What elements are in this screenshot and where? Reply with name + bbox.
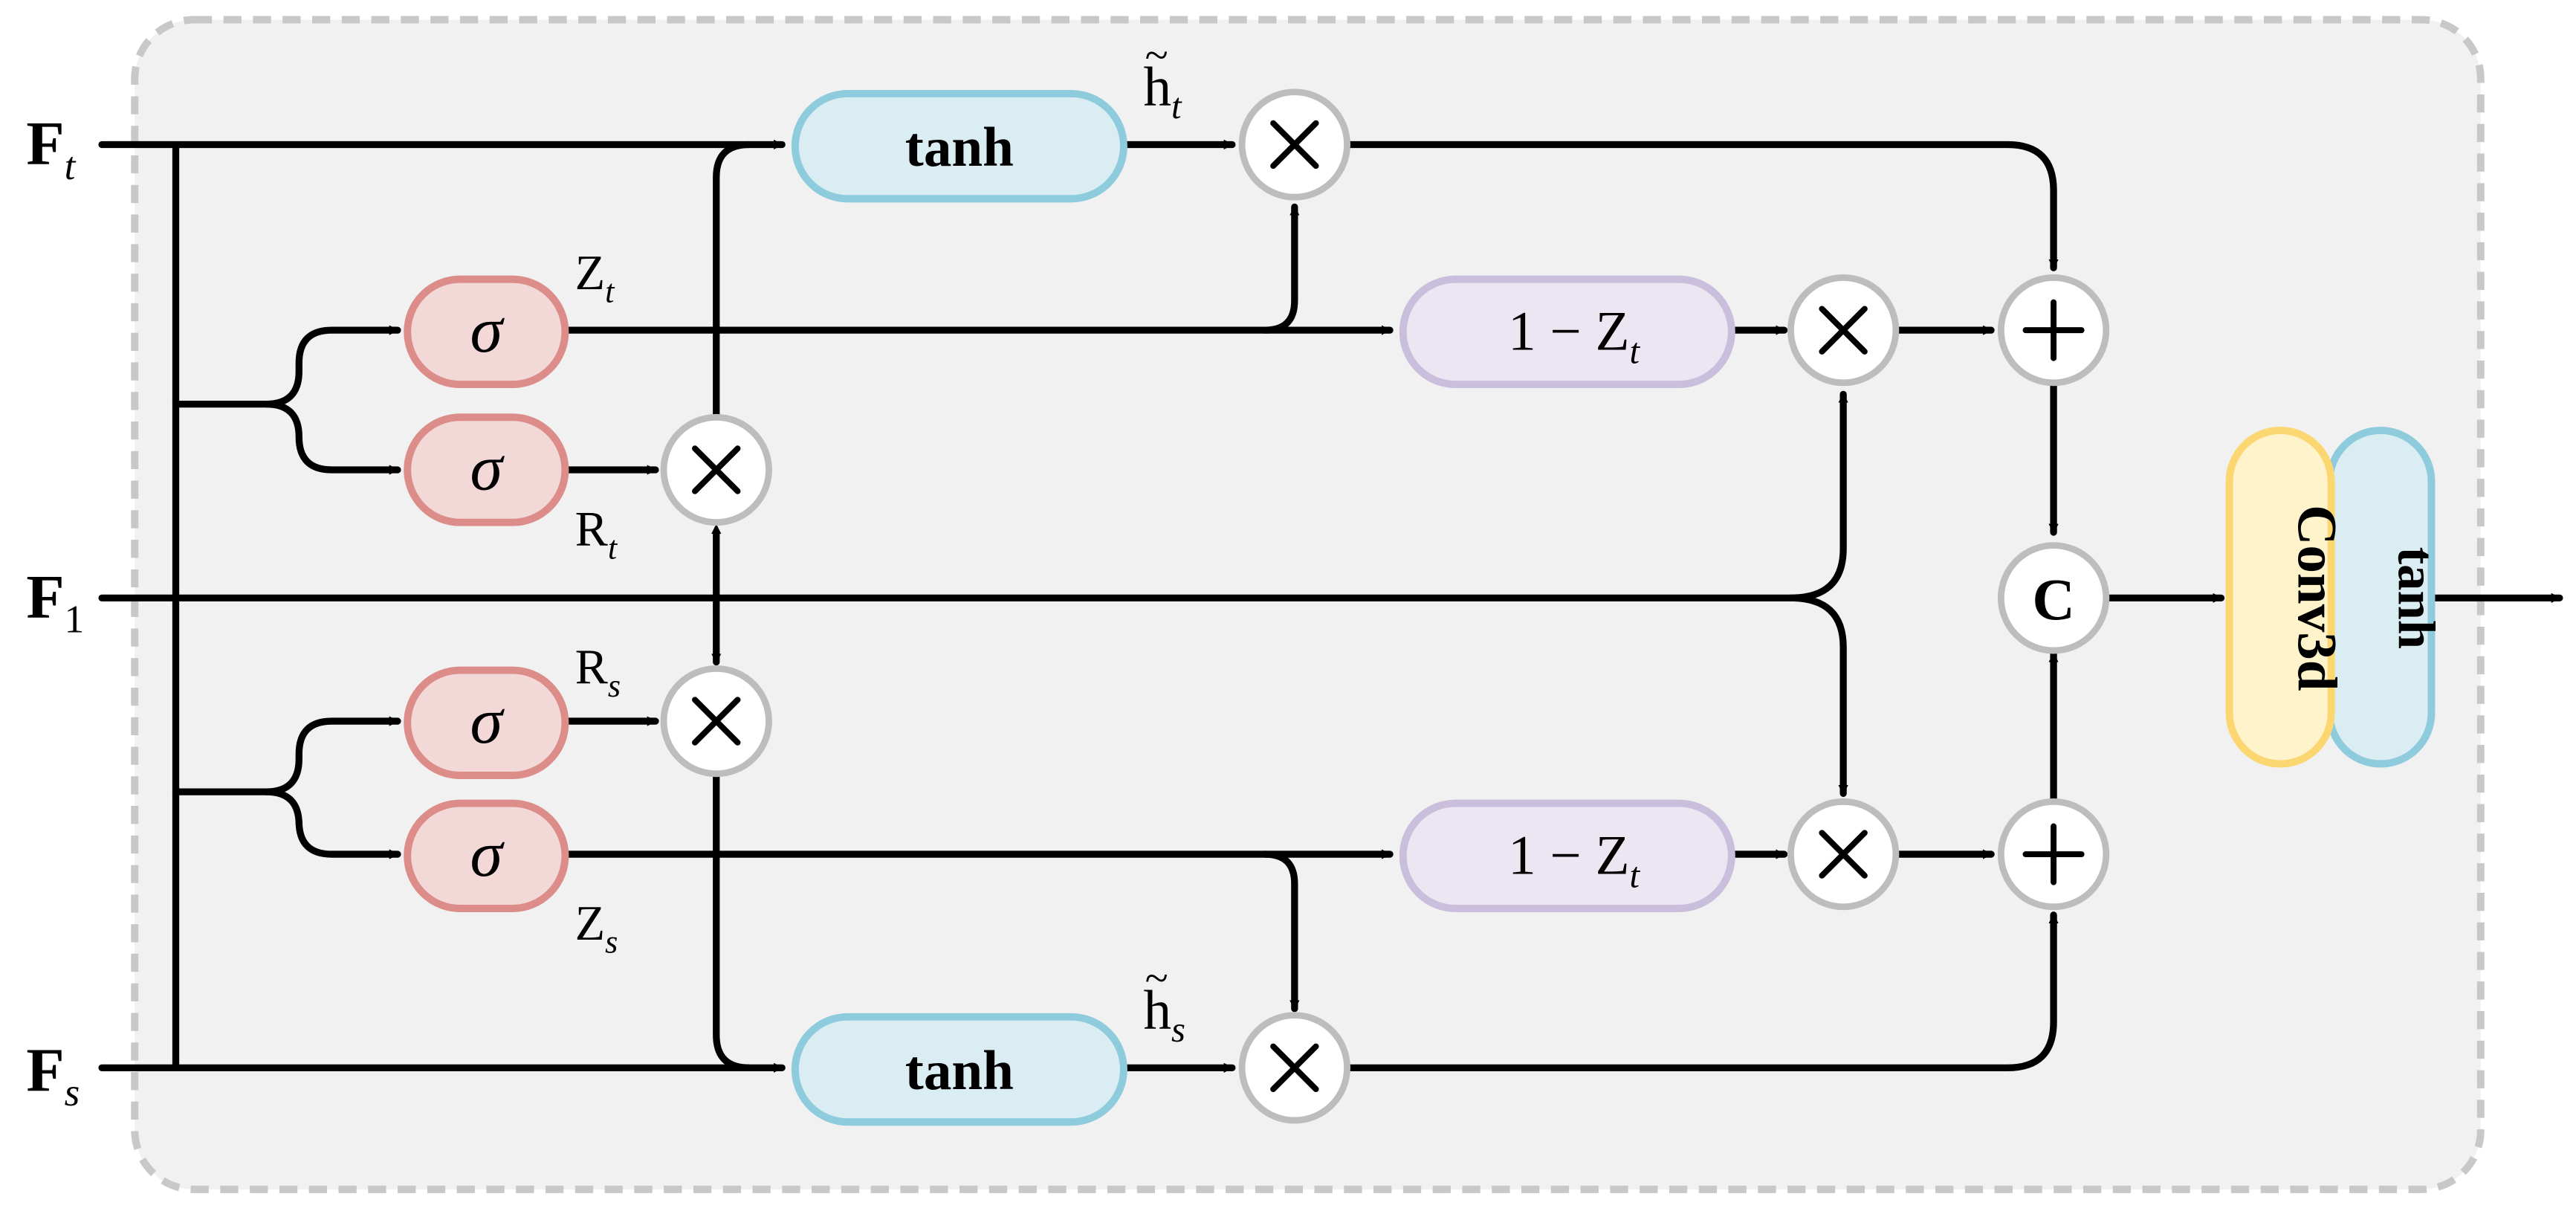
signal-ht-accent: ~	[1145, 32, 1168, 79]
one-minus-block-top: 1 − Zt	[1399, 275, 1735, 389]
input-ft-sub: t	[65, 145, 77, 188]
signal-label-zt: Zt	[575, 246, 616, 310]
one-minus-bottom-prefix: 1 −	[1508, 825, 1596, 887]
multiply-icon	[1819, 830, 1868, 879]
signal-hs: hs	[1143, 979, 1185, 1050]
one-minus-top-label: 1 − Zt	[1508, 301, 1640, 372]
signal-rt-base: R	[575, 503, 609, 557]
tanh-top-label: tanh	[905, 117, 1014, 178]
one-minus-top-sub: t	[1630, 331, 1641, 371]
input-f1-base: F	[26, 563, 64, 632]
sigma-block-rs: σ	[404, 666, 569, 779]
plus-icon	[2022, 299, 2085, 361]
tanh-block-top: tanh	[791, 89, 1127, 203]
wire-bus-to-sigma-zs	[262, 788, 401, 859]
input-fs-base: F	[26, 1036, 64, 1105]
sigma-block-zt: σ	[404, 275, 569, 389]
sigma-zt-symbol: σ	[470, 294, 505, 367]
signal-hs-base: h	[1143, 979, 1171, 1041]
wire-bus-to-top-sigmas	[172, 325, 401, 408]
multiply-node-top-mid	[1787, 274, 1900, 387]
sigma-rt-symbol: σ	[470, 432, 505, 505]
sigma-zs-symbol: σ	[470, 818, 505, 891]
multiply-icon	[692, 445, 741, 494]
one-minus-top-var: Z	[1596, 301, 1630, 363]
multiply-node-bottom-mid	[1787, 798, 1900, 911]
wire-mult-rt-to-tanh	[713, 141, 753, 421]
wire-bus-to-bottom-sigmas	[172, 716, 401, 795]
wire-zt-up-to-mult	[1261, 203, 1300, 334]
plus-icon	[2022, 823, 2085, 885]
add-node-bottom	[1997, 798, 2110, 911]
signal-label-rs: Rs	[575, 640, 621, 704]
signal-label-zs: Zs	[575, 897, 618, 960]
input-ft-base: F	[26, 109, 64, 178]
connection-wires	[98, 139, 2563, 1073]
sigma-block-zs: σ	[404, 799, 569, 912]
input-label-fs: Fs	[26, 1036, 80, 1114]
signal-zs-sub: s	[605, 924, 618, 960]
tanh-block-bottom: tanh	[791, 1013, 1127, 1126]
signal-rt-sub: t	[608, 529, 618, 566]
signal-hs-sub: s	[1171, 1010, 1185, 1050]
signal-label-rt: Rt	[575, 503, 618, 566]
input-label-f1: F1	[26, 563, 84, 642]
signal-rs-base: R	[575, 640, 609, 694]
signal-zt-sub: t	[605, 274, 615, 310]
signal-ht: ht	[1143, 56, 1182, 126]
concat-symbol: C	[2032, 567, 2074, 633]
multiply-node-hs	[1238, 1012, 1350, 1124]
wire-ht-to-add	[1343, 141, 2059, 271]
multiply-node-rs	[660, 665, 772, 778]
multiply-node-ht	[1238, 88, 1350, 201]
signal-label-hs: ~ hs	[1143, 955, 1185, 1050]
multiply-icon	[1270, 120, 1319, 169]
wire-f1-down-to-mult	[1787, 594, 1848, 797]
wire-mult-rs-to-tanh	[713, 770, 753, 1071]
signal-ht-sub: t	[1171, 86, 1182, 126]
signal-rs-sub: s	[608, 668, 621, 704]
conv3d-block: Conv3d	[2225, 426, 2347, 768]
signal-label-ht: ~ ht	[1143, 32, 1182, 126]
signal-hs-accent: ~	[1145, 955, 1168, 1002]
add-node-top	[1997, 274, 2110, 387]
multiply-icon	[1270, 1043, 1319, 1093]
tanh-output-label: tanh	[2386, 547, 2444, 650]
wire-zs-down-to-mult	[1261, 850, 1300, 1013]
tanh-bottom-label: tanh	[905, 1040, 1014, 1102]
tanh-output-block: tanh	[2326, 426, 2444, 768]
multiply-node-rt	[660, 413, 772, 526]
one-minus-bottom-sub: t	[1630, 855, 1641, 895]
one-minus-top-prefix: 1 −	[1508, 301, 1596, 363]
one-minus-bottom-label: 1 − Zt	[1508, 825, 1640, 896]
input-label-ft: Ft	[26, 109, 76, 188]
input-f1-sub: 1	[65, 598, 85, 642]
sigma-rs-symbol: σ	[470, 685, 505, 758]
concat-node: C	[1997, 542, 2110, 654]
conv3d-label: Conv3d	[2285, 505, 2347, 691]
multiply-icon	[692, 697, 741, 746]
wire-hs-to-add	[1343, 911, 2059, 1071]
one-minus-block-bottom: 1 − Zt	[1399, 799, 1735, 912]
wire-bus-to-sigma-rt	[262, 400, 401, 475]
multiply-icon	[1819, 306, 1868, 355]
sigma-block-rt: σ	[404, 413, 569, 526]
signal-ht-base: h	[1143, 56, 1171, 117]
input-fs-sub: s	[65, 1071, 80, 1114]
signal-zs-base: Z	[575, 897, 606, 951]
signal-zt-base: Z	[575, 246, 606, 300]
one-minus-bottom-var: Z	[1596, 825, 1630, 887]
